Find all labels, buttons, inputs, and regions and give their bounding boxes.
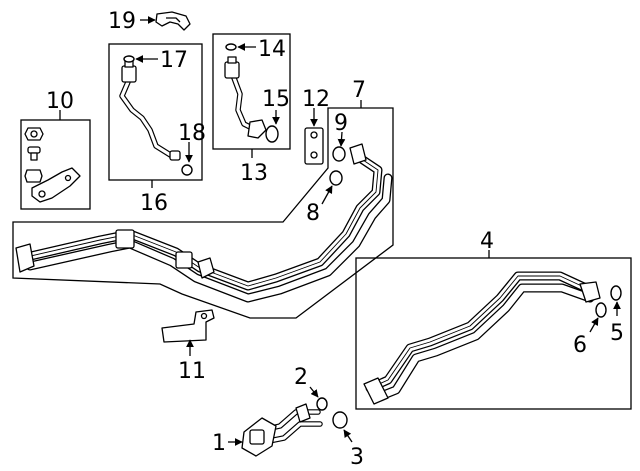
part-7-line-assembly (15, 143, 393, 303)
callout-2: 2 (294, 365, 308, 390)
part-19-clip (155, 11, 191, 31)
callout-16: 16 (140, 191, 168, 216)
part-15-seal (265, 125, 279, 143)
callout-9: 9 (334, 111, 348, 136)
callout-14: 14 (258, 37, 286, 62)
callout-19: 19 (108, 9, 136, 34)
leader-8 (321, 185, 333, 205)
callout-1: 1 (212, 431, 226, 456)
part-14-seal (225, 43, 237, 51)
part-13-hose (224, 56, 267, 139)
part-16-hose (119, 60, 181, 161)
part-6-seal (595, 302, 607, 318)
callout-11: 11 (178, 359, 206, 384)
callout-12: 12 (302, 87, 330, 112)
callout-13: 13 (240, 161, 268, 186)
callout-3: 3 (350, 445, 364, 470)
part-12-valve (304, 127, 324, 165)
part-10-hardware (24, 127, 81, 203)
callout-17: 17 (160, 48, 188, 73)
part-17-seal (123, 55, 135, 63)
callout-18: 18 (178, 121, 206, 146)
callout-8: 8 (306, 201, 320, 226)
callout-10: 10 (46, 89, 74, 114)
box-7 (12, 107, 394, 319)
box-16 (108, 43, 203, 181)
part-11-bracket (161, 309, 215, 343)
part-2-seal (316, 397, 328, 411)
leader-2 (309, 386, 319, 398)
callout-5: 5 (610, 321, 624, 346)
callout-15: 15 (262, 87, 290, 112)
part-8-seal (329, 170, 343, 186)
part-4-line (363, 271, 601, 405)
leader-6 (589, 317, 599, 333)
callout-6: 6 (573, 333, 587, 358)
part-5-seal (610, 285, 622, 301)
part-9-seal (332, 146, 346, 162)
leader-3 (343, 429, 353, 443)
box-10 (20, 119, 91, 210)
callout-7: 7 (352, 78, 366, 103)
part-1-line (241, 403, 323, 457)
leader-9 (337, 131, 346, 147)
callout-4: 4 (480, 229, 494, 254)
part-3-seal (332, 411, 348, 429)
box-4 (355, 257, 632, 410)
part-18-seal (181, 164, 193, 176)
